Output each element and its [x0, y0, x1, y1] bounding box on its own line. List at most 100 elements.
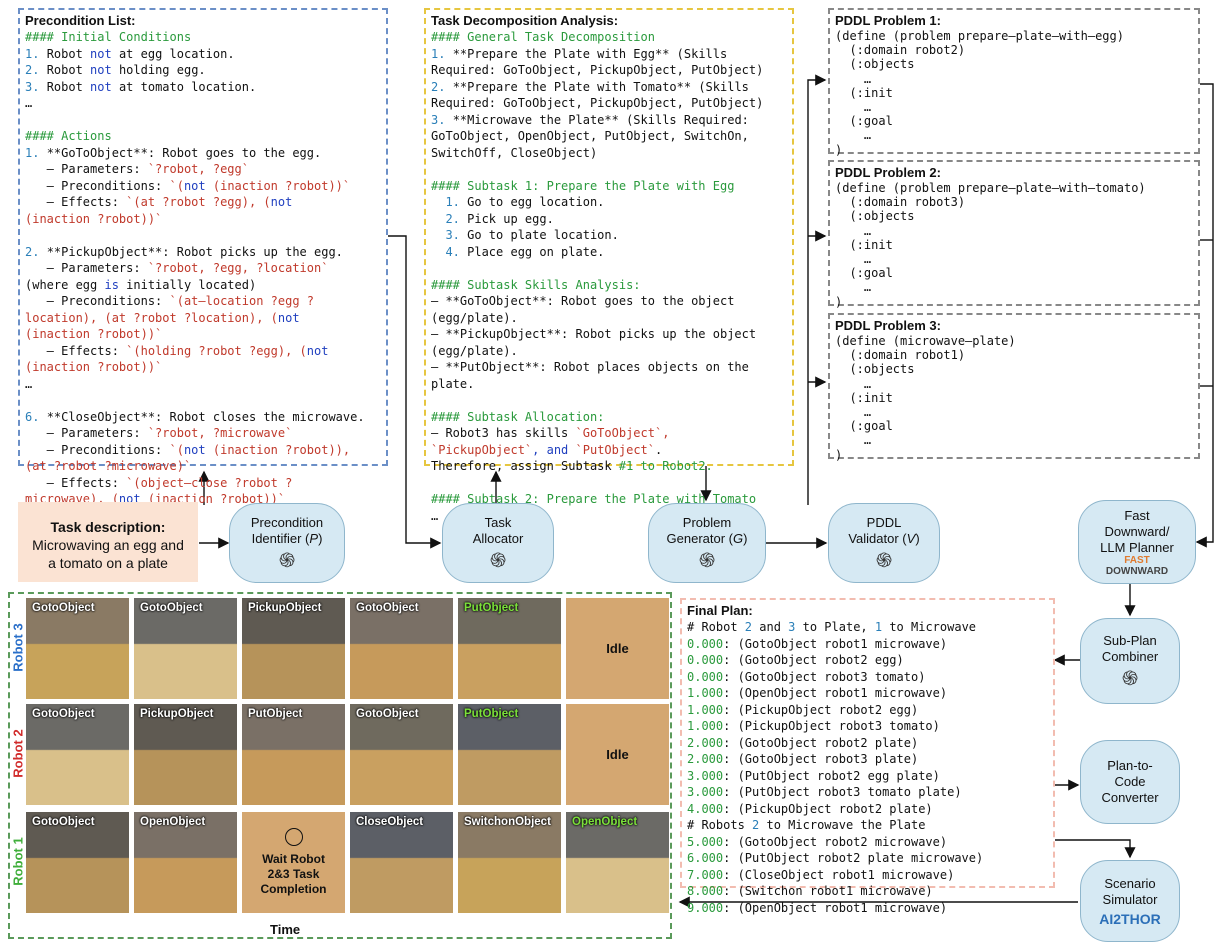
ai2thor-logo: AI2THOR [1099, 910, 1161, 927]
action-label: CloseObject [356, 816, 424, 828]
node-line: Plan-to- [1107, 758, 1153, 773]
precondition-identifier-node: Precondition Identifier (P) ֍ [229, 503, 345, 583]
skill-3: – **PutObject**: Robot places objects on… [431, 360, 749, 374]
openai-icon: ֍ [875, 550, 893, 572]
plan-step: 1.000: (PickupObject robot3 tomato) [687, 719, 940, 733]
scene-tile: PutObject [458, 598, 561, 699]
pddl-line: … [835, 100, 872, 115]
step-1: 1. Go to egg location. [431, 195, 605, 209]
skill-3b: plate. [431, 376, 475, 391]
pddl-line: … [835, 280, 872, 295]
pddl-line: … [835, 223, 872, 238]
time-label: Time [270, 922, 301, 937]
pddl-problem-box: PDDL Problem 2:(define (problem prepare–… [828, 160, 1200, 309]
pddl-line: … [835, 252, 872, 267]
action-2-title: 2. **PickupObject**: Robot picks up the … [25, 244, 343, 259]
node-line: Fast [1124, 507, 1150, 523]
skill-2b: (egg/plate). [431, 343, 518, 358]
pddl-line: (define (microwave–plate) [835, 334, 1016, 348]
plan-step: 0.000: (GotoObject robot3 tomato) [687, 669, 926, 684]
node-line: Task [484, 515, 512, 530]
node-line: Generator (G) [666, 531, 748, 546]
action-6-pre: – Preconditions: `(not (inaction ?robot)… [25, 442, 351, 457]
sub-plan-combiner-node: Sub-Plan Combiner ֍ [1080, 618, 1180, 704]
precondition-list-box: Precondition List: #### Initial Conditio… [18, 8, 388, 506]
scenario-simulator-node: Scenario Simulator AI2THOR [1080, 860, 1180, 942]
actions-header: #### Actions [25, 129, 112, 143]
plan-step: 2.000: (GotoObject robot2 plate) [687, 735, 919, 750]
scene-tile: GotoObject [26, 598, 129, 699]
final-plan-title: Final Plan: [687, 603, 753, 618]
decomp-3: 3. **Microwave the Plate** (Skills Requi… [431, 112, 749, 127]
pddl-line: … [835, 71, 872, 86]
pddl-problem-box: PDDL Problem 1:(define (problem prepare–… [828, 8, 1200, 157]
alloc-1: – Robot3 has skills `GoToObject`, [431, 426, 670, 440]
allocation-header: #### Subtask Allocation: [431, 409, 605, 424]
action-1-title: 1. **GoToObject**: Robot goes to the egg… [25, 145, 322, 160]
openai-icon: ֍ [698, 550, 716, 572]
step-4: 4. Place egg on plate. [431, 244, 605, 259]
pddl-line: … [835, 433, 872, 448]
plan-comment: # Robots 2 to Microwave the Plate [687, 818, 926, 832]
pddl-line: (define (problem prepare–plate–with–toma… [835, 181, 1146, 195]
action-label: GotoObject [356, 708, 419, 720]
scene-tile: GotoObject [26, 812, 129, 913]
node-line: Scenario [1104, 875, 1156, 891]
action-label: GotoObject [32, 602, 95, 614]
scene-tile: GotoObject [134, 598, 237, 699]
node-line: Sub-Plan [1103, 633, 1157, 648]
wait-text: Wait Robot 2&3 Task Completion [260, 852, 327, 896]
pddl-title: PDDL Problem 3: [835, 318, 941, 333]
task-description-title: Task description: [50, 519, 166, 535]
action-label: PutObject [464, 708, 519, 720]
pddl-line: (:init [835, 390, 893, 405]
action-label: GotoObject [32, 816, 95, 828]
plan-step: 3.000: (PutObject robot2 egg plate) [687, 768, 940, 783]
alloc-2: `PickupObject`, and `PutObject`. [431, 442, 663, 457]
pddl-line: (:domain robot2) [835, 43, 966, 58]
action-label: SwitchonObject [464, 816, 551, 828]
clock-icon [284, 828, 303, 846]
pddl-line: (define (problem prepare–plate–with–egg) [835, 29, 1124, 43]
pddl-line: ) [835, 142, 843, 157]
decomp-2b: Required: GoToObject, PickupObject, PutO… [431, 96, 764, 110]
action-6-params: – Parameters: `?robot, ?microwave` [25, 426, 293, 440]
skill-2: – **PickupObject**: Robot picks up the o… [431, 327, 757, 341]
scene-tile: PickupObject [242, 598, 345, 699]
pddl-line: (:goal [835, 114, 893, 129]
task-description-line1: Microwaving an egg and [32, 537, 184, 553]
robot-row-label: Robot 1 [10, 837, 26, 886]
pddl-line: … [835, 405, 872, 420]
node-line: PDDL [866, 515, 902, 530]
openai-icon: ֍ [489, 550, 507, 572]
final-plan-box: Final Plan: # Robot 2 and 3 to Plate, 1 … [680, 598, 1055, 915]
action-label: GotoObject [140, 602, 203, 614]
scene-tile: PutObject [242, 704, 345, 805]
node-line: Simulator [1102, 891, 1158, 907]
alloc-3: Therefore, assign Subtask #1 to Robot2. [431, 459, 713, 473]
pddl-line: (:objects [835, 57, 915, 72]
node-line: Converter [1101, 790, 1159, 805]
scene-tile: CloseObject [350, 812, 453, 913]
scene-tile: GotoObject [26, 704, 129, 805]
node-line: Combiner [1101, 649, 1159, 664]
plan-step: 5.000: (GotoObject robot2 microwave) [687, 834, 948, 849]
node-line: Identifier (P) [251, 531, 323, 546]
scene-tile: PickupObject [134, 704, 237, 805]
openai-icon: ֍ [1121, 668, 1139, 690]
plan-step: 4.000: (PickupObject robot2 plate) [687, 801, 933, 816]
init-3: 3. Robot not at tomato location. [25, 79, 257, 94]
action-2-params: – Parameters: `?robot, ?egg, ?location` [25, 261, 329, 275]
step-3: 3. Go to plate location. [431, 228, 619, 242]
plan-step: 9.000: (OpenObject robot1 microwave) [687, 900, 948, 915]
plan-step: 2.000: (GotoObject robot3 plate) [687, 752, 919, 766]
action-1-eff: – Effects: `(at ?robot ?egg), (not [25, 195, 293, 209]
plan-step: 8.000: (Switchon robot1 microwave) [687, 884, 933, 898]
node-line: Problem [682, 515, 732, 530]
fast-downward-logo-2: DOWNWARD [1105, 565, 1169, 577]
pddl-line: ) [835, 447, 843, 462]
action-2-pre-cont2: (inaction ?robot))` [25, 327, 163, 341]
pddl-line: (:domain robot1) [835, 348, 966, 363]
skill-1b: (egg/plate). [431, 310, 518, 325]
action-2-pre-cont: location), (at ?robot ?location), (not [25, 310, 300, 325]
